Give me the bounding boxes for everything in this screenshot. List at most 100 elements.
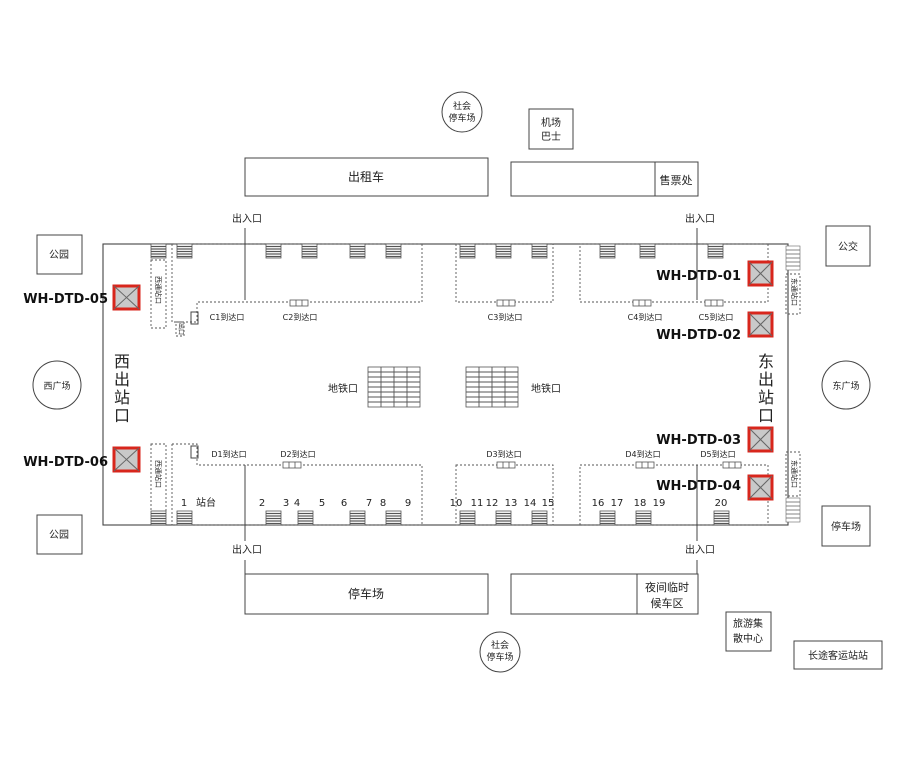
park-top-left: 公园 bbox=[36, 234, 83, 275]
svg-text:西通站口: 西通站口 bbox=[154, 276, 163, 304]
park-bottom-left: 公园 bbox=[36, 514, 83, 555]
ad-marker-06[interactable]: WH-DTD-06 bbox=[23, 446, 141, 473]
svg-text:WH-DTD-03: WH-DTD-03 bbox=[656, 433, 741, 448]
svg-text:口: 口 bbox=[114, 406, 130, 425]
svg-text:站: 站 bbox=[114, 388, 130, 407]
parking-bottom: 停车场 bbox=[244, 573, 489, 615]
svg-text:西: 西 bbox=[114, 352, 130, 371]
west-corridor: 西通站口 西通站口 bbox=[150, 259, 167, 513]
svg-text:C3到达口: C3到达口 bbox=[488, 312, 523, 322]
svg-text:口: 口 bbox=[758, 406, 774, 425]
svg-text:公园: 公园 bbox=[49, 249, 69, 261]
svg-text:D2到达口: D2到达口 bbox=[280, 449, 315, 459]
svg-text:4: 4 bbox=[294, 498, 300, 509]
svg-text:地铁口: 地铁口 bbox=[328, 382, 358, 395]
svg-text:东广场: 东广场 bbox=[832, 380, 859, 392]
svg-text:出口: 出口 bbox=[177, 323, 185, 335]
svg-text:东通站口: 东通站口 bbox=[790, 278, 799, 306]
svg-text:18: 18 bbox=[634, 498, 647, 509]
svg-text:出租车: 出租车 bbox=[348, 169, 384, 184]
svg-text:公交: 公交 bbox=[838, 240, 858, 253]
taxi-area: 出租车 bbox=[244, 157, 489, 197]
svg-text:东通站口: 东通站口 bbox=[790, 460, 799, 488]
entrance-bottom-left: 出入口 bbox=[232, 543, 262, 556]
svg-text:巴士: 巴士 bbox=[541, 130, 561, 143]
svg-text:8: 8 bbox=[380, 498, 386, 509]
svg-text:散中心: 散中心 bbox=[733, 632, 763, 645]
ad-marker-04[interactable]: WH-DTD-04 bbox=[656, 474, 774, 501]
svg-text:停车场: 停车场 bbox=[486, 651, 513, 663]
ad-marker-03[interactable]: WH-DTD-03 bbox=[656, 426, 774, 453]
ad-marker-05[interactable]: WH-DTD-05 bbox=[23, 284, 141, 311]
svg-text:15: 15 bbox=[542, 498, 555, 509]
station-outline bbox=[102, 243, 789, 526]
night-waiting-area: 夜间临时 候车区 bbox=[510, 573, 699, 615]
svg-text:西广场: 西广场 bbox=[43, 380, 70, 392]
ad-marker-01[interactable]: WH-DTD-01 bbox=[656, 260, 774, 287]
svg-text:出: 出 bbox=[114, 370, 130, 389]
svg-text:社会: 社会 bbox=[491, 639, 509, 651]
svg-text:WH-DTD-01: WH-DTD-01 bbox=[656, 269, 741, 284]
svg-text:停车场: 停车场 bbox=[448, 112, 475, 124]
small-exit: 出口 bbox=[175, 321, 185, 337]
svg-text:西通站口: 西通站口 bbox=[154, 460, 163, 488]
arrival-labels: C1到达口 C2到达口 C3到达口 C4到达口 C5到达口 D1到达口 D2到达… bbox=[210, 312, 736, 459]
svg-text:D5到达口: D5到达口 bbox=[700, 449, 735, 459]
svg-text:社会: 社会 bbox=[453, 100, 471, 112]
west-square: 西广场 bbox=[32, 360, 82, 410]
east-exit-label: 东 出 站 口 bbox=[758, 352, 774, 425]
svg-text:夜间临时: 夜间临时 bbox=[645, 580, 689, 594]
svg-text:20: 20 bbox=[715, 498, 728, 509]
svg-text:9: 9 bbox=[405, 498, 411, 509]
metro-entrance-left: 地铁口 bbox=[328, 366, 421, 408]
svg-text:C2到达口: C2到达口 bbox=[283, 312, 318, 322]
svg-text:10: 10 bbox=[450, 498, 463, 509]
ticket-office-area: 售票处 bbox=[510, 161, 699, 197]
tourist-center: 旅游集 散中心 bbox=[725, 611, 772, 652]
parking-right: 停车场 bbox=[821, 505, 871, 547]
svg-text:C5到达口: C5到达口 bbox=[699, 312, 734, 322]
east-square: 东广场 bbox=[821, 360, 871, 410]
entrance-top-left: 出入口 bbox=[232, 212, 262, 225]
svg-text:C1到达口: C1到达口 bbox=[210, 312, 245, 322]
svg-text:D4到达口: D4到达口 bbox=[625, 449, 660, 459]
svg-text:东: 东 bbox=[758, 352, 774, 371]
ad-marker-02[interactable]: WH-DTD-02 bbox=[656, 311, 774, 343]
svg-text:停车场: 停车场 bbox=[831, 520, 861, 533]
platform-numbers: 1 站台 2 3 4 5 6 7 8 9 10 11 12 13 14 15 1… bbox=[181, 496, 728, 509]
svg-text:17: 17 bbox=[611, 498, 624, 509]
svg-text:地铁口: 地铁口 bbox=[531, 382, 561, 395]
svg-text:站台: 站台 bbox=[196, 496, 216, 509]
svg-text:16: 16 bbox=[592, 498, 605, 509]
svg-text:WH-DTD-05: WH-DTD-05 bbox=[23, 292, 108, 307]
svg-text:2: 2 bbox=[259, 498, 265, 509]
bus-stop: 公交 bbox=[825, 225, 871, 267]
svg-text:机场: 机场 bbox=[541, 116, 561, 129]
airport-bus-box: 机场 巴士 bbox=[528, 108, 574, 150]
social-parking-bottom: 社会 停车场 bbox=[479, 631, 521, 673]
east-corridor: 东通站口 东通站口 bbox=[785, 245, 801, 523]
svg-text:WH-DTD-02: WH-DTD-02 bbox=[656, 328, 741, 343]
svg-text:站: 站 bbox=[758, 388, 774, 407]
svg-text:5: 5 bbox=[319, 498, 325, 509]
stairs-bottom bbox=[150, 510, 730, 526]
social-parking-top: 社会 停车场 bbox=[441, 91, 483, 133]
svg-text:D1到达口: D1到达口 bbox=[211, 449, 246, 459]
svg-text:13: 13 bbox=[505, 498, 518, 509]
svg-text:长途客运站站: 长途客运站站 bbox=[808, 649, 868, 662]
metro-entrance-right: 地铁口 bbox=[465, 366, 561, 408]
svg-text:WH-DTD-06: WH-DTD-06 bbox=[23, 455, 108, 470]
entrance-bottom-right: 出入口 bbox=[685, 543, 715, 556]
svg-text:旅游集: 旅游集 bbox=[733, 617, 763, 630]
long-distance-station: 长途客运站站 bbox=[793, 640, 883, 670]
svg-text:1: 1 bbox=[181, 498, 187, 509]
svg-text:D3到达口: D3到达口 bbox=[486, 449, 521, 459]
svg-text:C4到达口: C4到达口 bbox=[628, 312, 663, 322]
svg-text:WH-DTD-04: WH-DTD-04 bbox=[656, 479, 741, 494]
west-exit-label: 西 出 站 口 bbox=[114, 352, 130, 425]
svg-text:停车场: 停车场 bbox=[348, 586, 384, 601]
svg-text:出: 出 bbox=[758, 370, 774, 389]
svg-text:19: 19 bbox=[653, 498, 666, 509]
arrival-gates-top bbox=[289, 299, 724, 307]
